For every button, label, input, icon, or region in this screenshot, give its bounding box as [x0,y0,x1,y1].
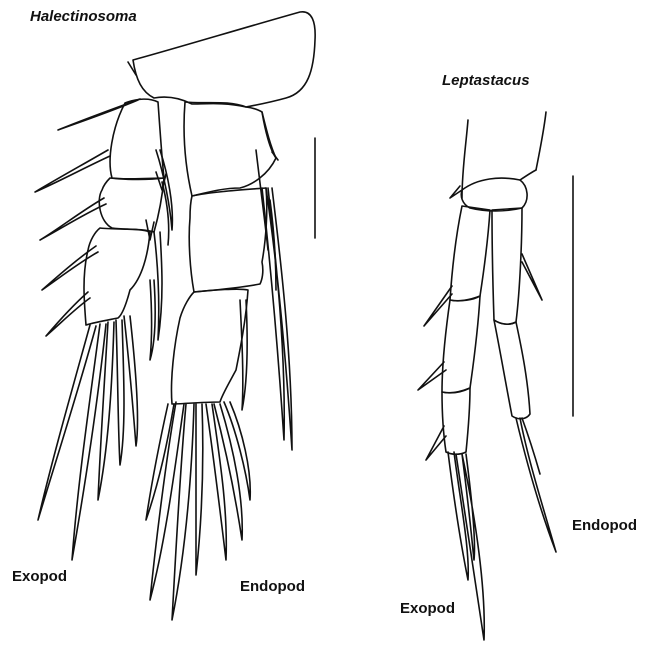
halectinosoma-endopod-apical-setae [150,402,250,620]
halectinosoma-endopod-seg3 [171,289,248,404]
halectinosoma-exopod-seg1 [110,99,164,179]
label-exopod-halectinosoma: Exopod [12,568,67,585]
halectinosoma-exopod-inner-setae [150,150,172,360]
label-endopod-leptastacus: Endopod [572,517,637,534]
label-exopod-leptastacus: Exopod [400,600,455,617]
leptastacus-basis-spine [450,186,462,198]
halectinosoma-coxa-spine [58,62,140,130]
leptastacus-exopod-spines [418,286,452,460]
leptastacus-endopod-seg1 [492,208,522,324]
label-leptastacus: Leptastacus [442,72,530,89]
leptastacus-protopod [462,112,546,198]
leptastacus-endopod-apical-setae [516,418,556,552]
halectinosoma-leg [35,12,315,620]
leptastacus-leg [418,112,556,640]
halectinosoma-exopod-seta [35,150,110,336]
leptastacus-exopod-seg2 [442,296,480,393]
leptastacus-exopod-seg1 [450,206,490,301]
leptastacus-endopod-spine [522,254,542,300]
leptastacus-endopod-seg2 [494,320,530,419]
halectinosoma-exopod-apical-setae [38,316,138,560]
halectinosoma-endopod-seg2 [189,188,267,292]
label-endopod-halectinosoma: Endopod [240,578,305,595]
halectinosoma-coxa [133,12,315,107]
label-halectinosoma: Halectinosoma [30,8,137,25]
leptastacus-basis [461,178,527,211]
halectinosoma-endopod-long-setae [256,150,292,450]
halectinosoma-exopod-seg3 [84,228,150,325]
leptastacus-exopod-seg3 [442,388,470,454]
leptastacus-basis-edge [520,170,536,180]
